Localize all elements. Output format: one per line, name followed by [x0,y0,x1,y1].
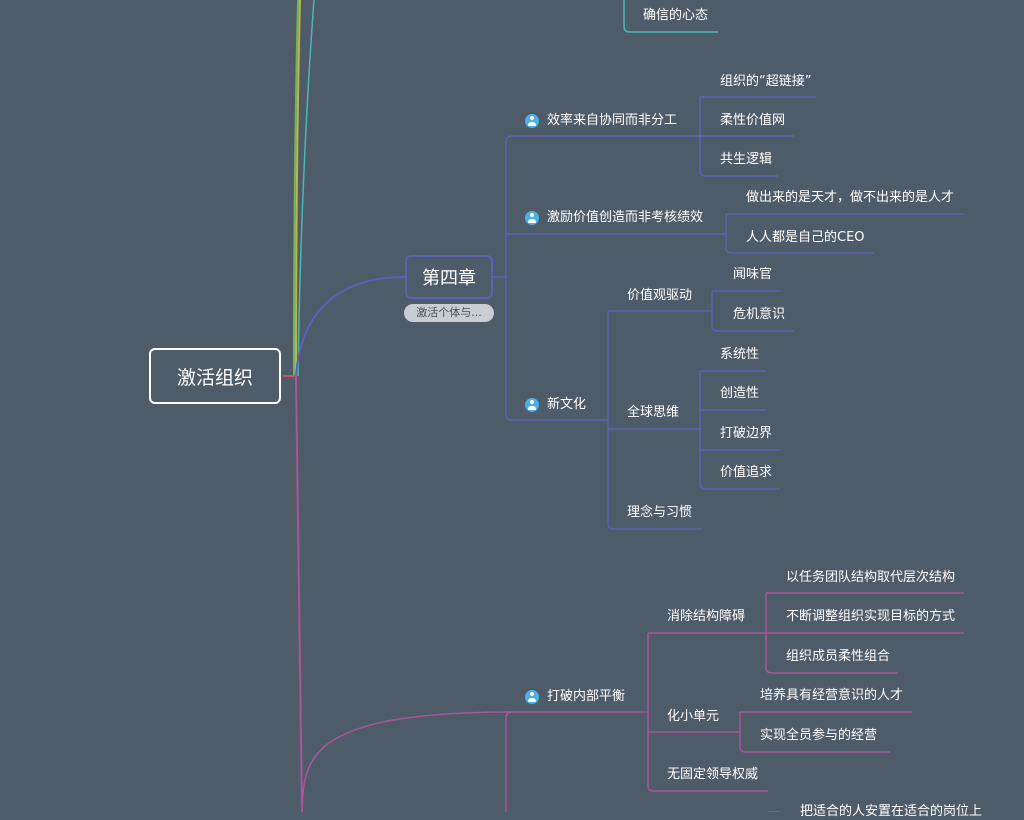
node-remove-barriers[interactable]: 消除结构障碍 [667,609,745,625]
node-business-minded-talent[interactable]: 培养具有经营意识的人才 [760,688,903,704]
node-incentive[interactable]: 激励价值创造而非考核绩效 [525,210,703,226]
node-everyone-ceo[interactable]: 人人都是自己的CEO [746,230,865,246]
user-pin-icon [525,690,539,704]
node-label: 确信的心态 [643,8,709,23]
node-confident-mindset[interactable]: 确信的心态 [643,8,708,24]
node-label: 以任务团队结构取代层次结构 [786,570,956,585]
chapter-node[interactable]: 第四章 [405,255,493,299]
node-task-team-structure[interactable]: 以任务团队结构取代层次结构 [786,570,955,586]
node-label: 全球思维 [627,405,680,420]
node-label: 打破边界 [720,426,773,441]
node-label: 创造性 [720,386,760,401]
node-symbiosis-logic[interactable]: 共生逻辑 [720,152,772,168]
node-smell-officer[interactable]: 闻味官 [733,267,772,283]
node-genius-talent[interactable]: 做出来的是天才，做不出来的是人才 [746,190,954,206]
node-label: 无固定领导权威 [667,767,759,782]
node-label: 价值观驱动 [627,288,693,303]
node-label: 新文化 [547,397,587,412]
node-label: 把适合的人安置在适合的岗位上 [800,804,983,819]
node-label: 消除结构障碍 [667,609,746,624]
user-pin-icon [525,114,539,128]
node-ideas-habits[interactable]: 理念与习惯 [627,505,692,521]
node-label: 打破内部平衡 [547,689,626,704]
node-break-boundaries[interactable]: 打破边界 [720,426,772,442]
node-efficiency[interactable]: 效率来自协同而非分工 [525,113,677,129]
node-value-pursuit[interactable]: 价值追求 [720,465,772,481]
node-label: 效率来自协同而非分工 [547,113,678,128]
node-label: 人人都是自己的CEO [746,230,865,245]
node-label: 实现全员参与的经营 [760,728,878,743]
node-label: 共生逻辑 [720,152,773,167]
node-label: 理念与习惯 [627,505,693,520]
node-value-driven[interactable]: 价值观驱动 [627,288,692,304]
node-label: 组织成员柔性组合 [786,649,891,664]
node-global-thinking[interactable]: 全球思维 [627,405,679,421]
node-flexible-members[interactable]: 组织成员柔性组合 [786,649,890,665]
chapter-label: 第四章 [422,268,476,289]
node-label: 不断调整组织实现目标的方式 [786,609,956,624]
node-label: 柔性价值网 [720,113,786,128]
node-label: 危机意识 [733,307,786,322]
user-pin-icon [525,398,539,412]
node-adjust-organization[interactable]: 不断调整组织实现目标的方式 [786,609,955,625]
node-label: 组织的“超链接” [720,74,812,89]
node-systematic[interactable]: 系统性 [720,347,759,363]
node-label: 化小单元 [667,709,720,724]
root-node[interactable]: 激活组织 [149,348,281,404]
node-small-units[interactable]: 化小单元 [667,709,719,725]
chapter-note-badge[interactable]: 激活个体与... [404,304,494,322]
node-flexible-value-net[interactable]: 柔性价值网 [720,113,785,129]
node-label: 系统性 [720,347,760,362]
node-full-participation[interactable]: 实现全员参与的经营 [760,728,877,744]
user-pin-icon [525,211,539,225]
node-no-fixed-leader[interactable]: 无固定领导权威 [667,767,758,783]
node-label: 闻味官 [733,267,773,282]
node-break-balance[interactable]: 打破内部平衡 [525,689,625,705]
root-label: 激活组织 [176,366,253,389]
node-label: 激励价值创造而非考核绩效 [547,210,704,225]
node-label: 培养具有经营意识的人才 [760,688,904,703]
node-crisis-awareness[interactable]: 危机意识 [733,307,785,323]
node-label: 做出来的是天才，做不出来的是人才 [746,190,955,205]
node-super-link[interactable]: 组织的“超链接” [720,74,811,90]
node-label: 价值追求 [720,465,773,480]
node-creative[interactable]: 创造性 [720,386,759,402]
node-right-person-right-post[interactable]: 把适合的人安置在适合的岗位上 [800,804,982,820]
node-new-culture[interactable]: 新文化 [525,397,586,413]
